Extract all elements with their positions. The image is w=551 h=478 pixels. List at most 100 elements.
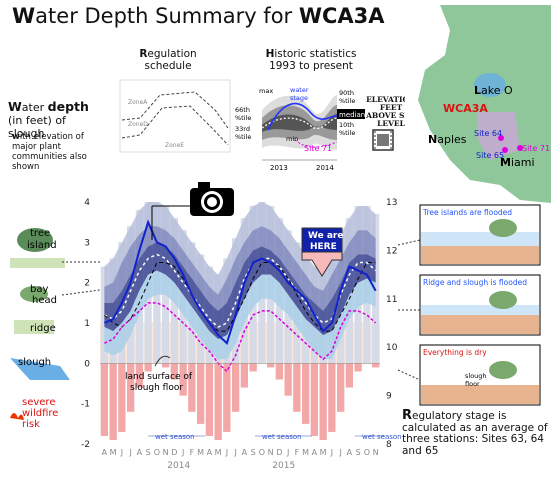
camera-icon: [190, 182, 234, 216]
dry-range-bar: [223, 363, 231, 432]
dry-range-bar: [170, 363, 178, 380]
dry-range-bar: [319, 363, 327, 440]
panel-connector-3: [397, 369, 421, 381]
month-tick-label: S: [356, 448, 361, 457]
month-tick-label: A: [347, 448, 353, 457]
regulation-diagram: ZoneA ZoneD ZoneE: [119, 79, 231, 153]
depth-rest: ater: [21, 101, 48, 114]
hist-p33-sub: %tile: [235, 133, 251, 141]
panel-1-caption: Tree islands are flooded: [422, 208, 512, 217]
dry-range-bar: [293, 363, 301, 412]
month-tick-label: N: [268, 448, 274, 457]
left-tick-label: 4: [84, 198, 90, 208]
month-tick-label: J: [120, 448, 123, 457]
dry-range-bar: [197, 363, 205, 424]
dry-range-bar: [109, 363, 117, 440]
month-tick-label: A: [312, 448, 318, 457]
elevation-note: with elevation of major plant communitie…: [12, 132, 92, 172]
regulation-heading: Regulation schedule: [128, 48, 208, 72]
map-miami-label: Miami: [500, 156, 535, 169]
bay-label: bay: [30, 284, 48, 295]
right-tick-label: 8: [386, 440, 392, 450]
hist-p33-label: 33rd: [235, 125, 250, 133]
island-label: island: [27, 240, 57, 251]
land-surface-arrow: [154, 355, 171, 367]
dry-range-bar: [345, 363, 353, 388]
dry-range-bar: [240, 363, 248, 388]
month-tick-label: J: [128, 448, 131, 457]
panel-3-caption: Everything is dry: [423, 348, 487, 357]
month-tick-label: N: [163, 448, 169, 457]
right-tick-label: 11: [386, 295, 397, 305]
florida-map: Lake O WCA3A Naples Miami Site 64 Site 6…: [405, 5, 551, 203]
dry-range-bar: [162, 363, 170, 368]
left-tick-label: 1: [84, 319, 90, 329]
regulation-line: [104, 262, 376, 332]
depth-cap: W: [8, 99, 22, 114]
month-tick-label: A: [137, 448, 143, 457]
land-surface-label-1: land surface of: [125, 372, 193, 382]
month-tick-label: S: [251, 448, 256, 457]
month-tick-label: J: [330, 448, 333, 457]
month-tick-label: A: [102, 448, 108, 457]
wet-season-label-2: wet season: [262, 433, 302, 441]
regulation-line-lower: [121, 105, 229, 146]
map-site-65-label: Site 65: [476, 151, 504, 160]
historic-stage-line: [267, 102, 338, 131]
month-tick-label: M: [215, 448, 222, 457]
panel-everything-dry: Everything is dry slough floor: [419, 344, 541, 406]
panel-3-slough-label: slough: [465, 372, 487, 380]
map-site-64-label: Site 64: [474, 129, 502, 138]
hist-p90-sub: %tile: [339, 97, 355, 105]
right-tick-label: 9: [386, 392, 392, 402]
depth-line2: (in feet) of slough: [8, 114, 66, 140]
hist-p66-label: 66th: [235, 106, 250, 114]
dry-range-bar: [372, 363, 380, 368]
hist-max-label: max: [259, 87, 273, 95]
month-tick-label: J: [286, 448, 289, 457]
head-label: head: [32, 295, 57, 306]
left-tick-label: 2: [84, 279, 90, 289]
dry-range-bar: [144, 363, 152, 372]
dry-range-bar: [118, 363, 126, 432]
reg-cap: R: [139, 48, 148, 60]
month-tick-label: J: [233, 448, 236, 457]
title-cap: W: [12, 4, 36, 28]
wildfire-label-2: wildfire: [22, 408, 58, 419]
map-site-71-label: Site 71: [522, 144, 550, 153]
year-tick-label: 2015: [272, 461, 295, 471]
month-tick-label: M: [110, 448, 117, 457]
panel-2-caption: Ridge and slough is flooded: [423, 278, 527, 287]
dry-range-bar: [214, 363, 222, 440]
zone-d-label: ZoneD: [128, 121, 148, 128]
band-10-33: [104, 270, 376, 360]
lake-o-shape: [474, 73, 506, 97]
dry-range-bar: [328, 363, 336, 432]
dry-range-bar: [135, 363, 143, 388]
slough-label: slough: [18, 357, 51, 368]
zone-a-label: ZoneA: [128, 99, 148, 106]
map-area-label: WCA3A: [443, 102, 488, 115]
right-tick-label: 12: [386, 246, 397, 256]
depth-bold: depth: [47, 99, 89, 114]
dry-range-bar: [232, 363, 240, 412]
reg-rest: egulation: [147, 48, 197, 60]
month-tick-label: J: [225, 448, 228, 457]
dry-range-bar: [275, 363, 283, 380]
reg-note-text: egulatory stage is calculated as an aver…: [402, 410, 548, 457]
elev-note-cap: w: [12, 132, 20, 142]
regulation-frame: [119, 79, 231, 153]
wet-season-label-3: wet season: [362, 433, 402, 441]
panel-tree-islands-flooded: Tree islands are flooded: [419, 204, 541, 266]
dry-range-bar: [188, 363, 196, 412]
left-tick-label: -1: [81, 400, 90, 410]
month-tick-label: O: [364, 448, 370, 457]
title-site: WCA3A: [298, 4, 385, 28]
title-rest: ater Depth Summary for: [35, 4, 299, 28]
wildfire-label-3: risk: [22, 419, 40, 430]
map-land: [418, 5, 551, 203]
month-tick-label: A: [242, 448, 248, 457]
zone-e-label: ZoneE: [165, 142, 184, 149]
bay-head-icon: bay head: [20, 284, 57, 306]
